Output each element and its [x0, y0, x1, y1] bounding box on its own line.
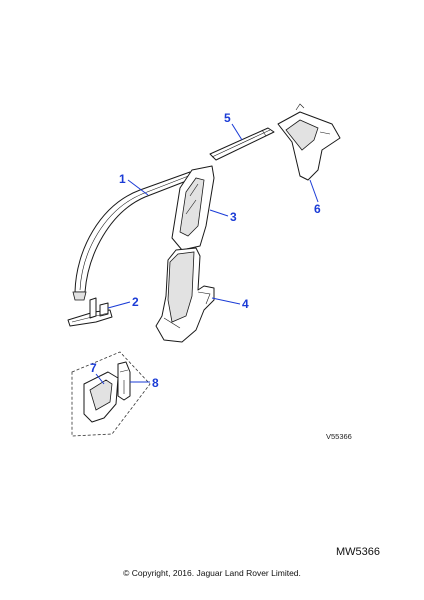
- reference-code: V55366: [326, 432, 352, 441]
- callout-8: 8: [152, 376, 159, 390]
- callout-6: 6: [314, 202, 321, 216]
- callout-5: 5: [224, 111, 231, 125]
- leader-6: [309, 179, 319, 203]
- part-4-lower-b-pillar-trim: [155, 247, 215, 343]
- leader-5: [231, 123, 243, 141]
- copyright-notice: © Copyright, 2016. Jaguar Land Rover Lim…: [123, 568, 301, 578]
- callout-7: 7: [90, 361, 97, 375]
- part-8-clip: [117, 361, 131, 401]
- part-3-upper-b-pillar-trim: [171, 165, 215, 251]
- callout-4: 4: [242, 297, 249, 311]
- part-5-roof-rail-trim: [209, 127, 275, 161]
- part-7-trim-insert: [83, 371, 119, 423]
- leader-4: [211, 297, 241, 305]
- part-6-c-pillar-trim: [277, 103, 341, 181]
- detail-inset-box: [71, 351, 151, 437]
- diagram-code: MW5366: [336, 546, 381, 558]
- leader-2: [107, 301, 131, 309]
- callout-3: 3: [230, 210, 237, 224]
- callout-2: 2: [132, 295, 139, 309]
- callout-1: 1: [119, 172, 126, 186]
- leader-3: [209, 209, 229, 217]
- leader-lines: [95, 123, 319, 385]
- part-2-bracket: [67, 297, 113, 327]
- leader-7: [95, 373, 105, 385]
- leader-1: [127, 179, 149, 196]
